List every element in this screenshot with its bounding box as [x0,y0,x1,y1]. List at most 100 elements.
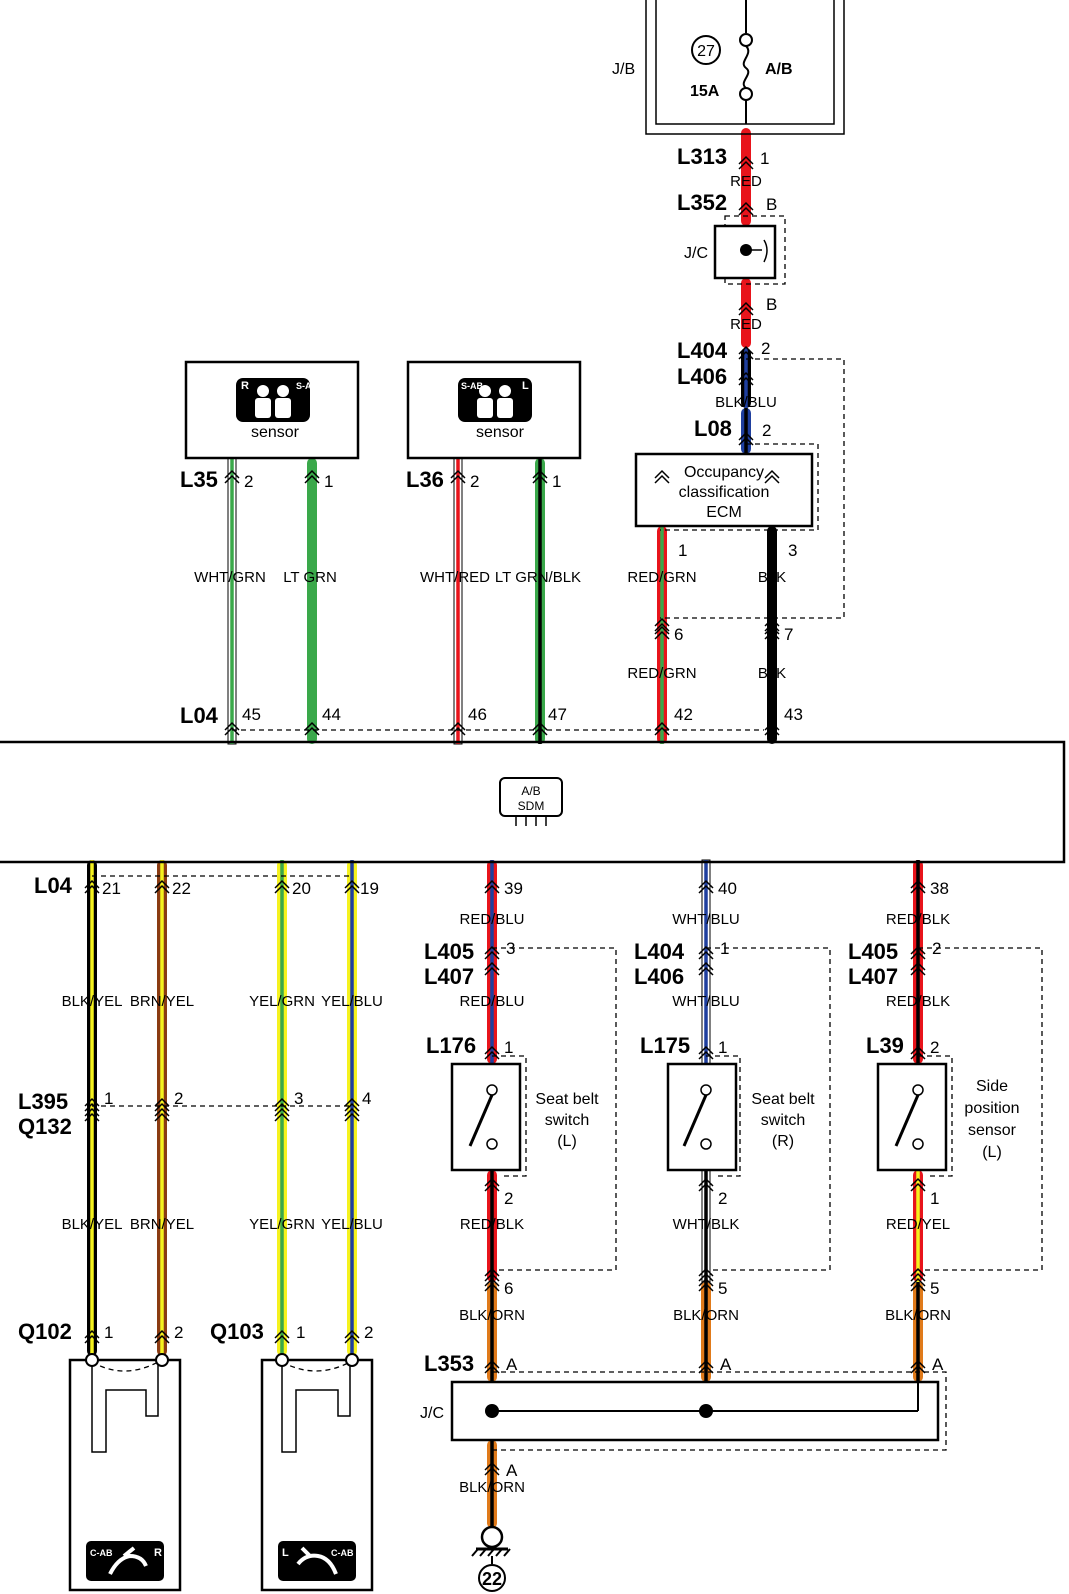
wire-label: YEL/GRN [249,993,315,1010]
connector-mark [274,879,290,894]
pin-number: 44 [322,705,341,724]
pin-number: 40 [718,879,737,898]
wire-label: WHT/RED [420,569,490,586]
switch-left-line1: Seat belt [535,1091,599,1108]
connector-mark [274,1107,290,1122]
wire-segment [741,408,751,454]
connector-mark [84,1329,100,1344]
pin-number: 2 [364,1323,373,1342]
connector-mark [304,469,320,484]
connector-mark [154,1329,170,1344]
joint-connector-top: J/C [684,215,786,285]
connector-L313: L313 [677,144,727,169]
connector-mark [154,879,170,894]
connector-mark [154,1107,170,1122]
wire-label: RED/YEL [886,1216,950,1233]
pin-number: 2 [244,472,253,491]
pin-number: 46 [468,705,487,724]
fuse-number-circle [691,35,721,65]
connector-mark [910,1045,926,1060]
connector-mark [698,1177,714,1192]
pin-number: 43 [784,705,803,724]
pin-number: A [506,1355,518,1374]
connector-mark [764,617,780,632]
wire-label: WHT/BLK [673,1216,740,1233]
connector-mark [484,1045,500,1060]
wire-segment [453,457,463,745]
wire-label: BLK/ORN [459,1479,525,1496]
ecm-line2: classification [679,484,770,501]
wire-label: BLK/BLU [715,394,777,411]
pin-number: A [720,1355,732,1374]
occupancy-ecm: Occupancy classification ECM [634,443,819,531]
pin-number: 3 [506,939,515,958]
pin-number: 3 [294,1089,303,1108]
pin-number: 6 [504,1279,513,1298]
pin-number: 1 [718,1038,727,1057]
wire-label: RED/BLU [459,911,524,928]
connector-L39: L39 [866,1033,904,1058]
wire-label: WHT/BLU [672,993,740,1010]
fuse-number: 27 [697,43,715,60]
seat-occupant-icon: R S-AB [236,378,318,422]
wire-label: LT GRN [283,569,337,586]
connector-mark [484,1277,500,1292]
wire-label: BRN/YEL [130,1216,194,1233]
pin-number: 19 [360,879,379,898]
switch-right-line3: (R) [772,1133,794,1150]
connector-L406-top: L406 [677,364,727,389]
pin-number: 20 [292,879,311,898]
terminal-dot [345,1353,359,1367]
pin-number: 3 [788,541,797,560]
pin-number: 42 [674,705,693,724]
connector-mark [484,879,500,894]
pin-number: 1 [720,939,729,958]
seat-belt-switch-right: Seat belt switch (R) [666,947,831,1271]
pin-number: 2 [174,1323,183,1342]
connector-L04-bottom: L04 [34,873,73,898]
connector-L175: L175 [640,1033,690,1058]
pin-number: 1 [552,472,561,491]
connector-mark [698,1359,714,1374]
connector-mark [484,1461,500,1476]
wire-segment [487,1170,497,1282]
connector-L404-b: L404 [634,939,685,964]
connector-mark [698,1267,714,1282]
wire-label: BLK [758,569,786,586]
wire-label: RED/BLK [886,911,950,928]
curtain-airbag-right: C-AB R [68,1358,182,1592]
wire-segment [913,1170,923,1282]
sdm-module: A/B SDM [0,729,1066,864]
pin-number: 2 [504,1189,513,1208]
connector-mark [738,371,754,386]
sensor-icon-left-label: R [241,380,249,392]
wire-label: BLK/ORN [459,1307,525,1324]
switch-left-line3: (L) [557,1133,577,1150]
connector-mark [450,469,466,484]
connector-mark [910,961,926,976]
connector-L35: L35 [180,467,218,492]
connector-mark [910,879,926,894]
wire-label: RED [730,316,762,333]
connector-mark [84,879,100,894]
connector-mark [654,721,670,736]
connector-mark [654,625,670,640]
wire-segment [487,1282,497,1382]
wire-label: RED/BLK [886,993,950,1010]
wire-segment [487,1440,497,1528]
connector-mark [84,1097,100,1112]
joint-connector-label-bottom: J/C [420,1405,444,1422]
connector-mark [532,721,548,736]
connector-mark [910,1359,926,1374]
connector-L353: L353 [424,1351,474,1376]
connector-mark [484,945,500,960]
connector-L406-b: L406 [634,964,684,989]
connector-L352: L352 [677,190,727,215]
connector-mark [224,721,240,736]
connector-mark [764,721,780,736]
connector-Q132: Q132 [18,1114,72,1139]
connector-mark [698,1277,714,1292]
connector-mark [532,469,548,484]
pin-number: 5 [930,1279,939,1298]
connector-mark [910,1177,926,1192]
